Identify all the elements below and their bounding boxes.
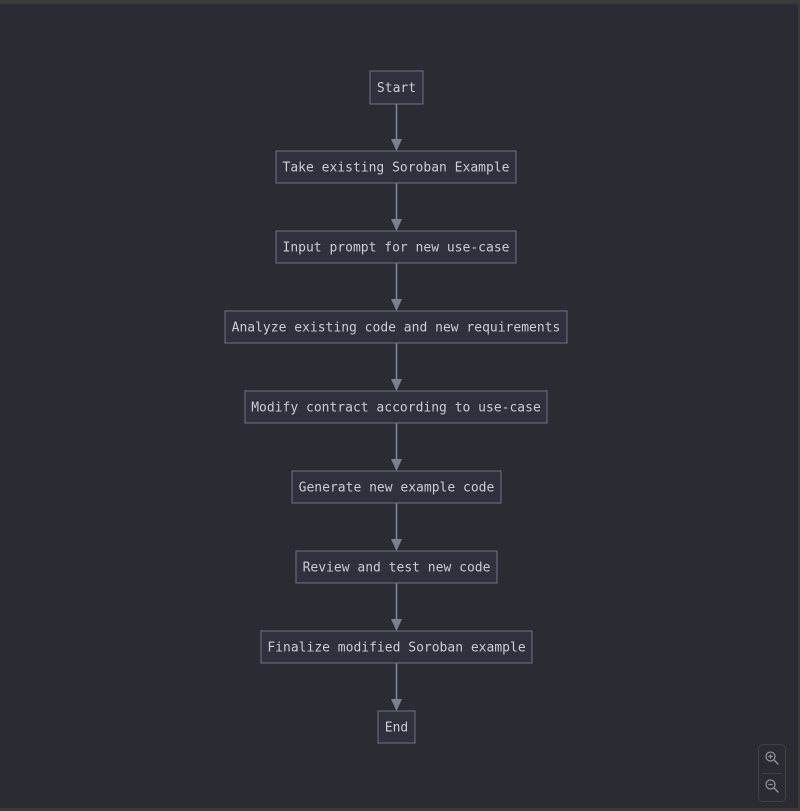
node-review-box bbox=[295, 550, 498, 584]
arrow-head bbox=[391, 139, 402, 151]
node-end-label: End bbox=[385, 721, 408, 736]
node-take-box bbox=[275, 150, 517, 184]
zoom-divider bbox=[762, 773, 782, 774]
node-finalize: Finalize modified Soroban example bbox=[260, 630, 533, 664]
node-input: Input prompt for new use-case bbox=[275, 230, 517, 264]
node-start: Start bbox=[369, 70, 424, 105]
node-analyze-label: Analyze existing code and new requiremen… bbox=[232, 321, 561, 336]
node-start-box bbox=[369, 70, 424, 105]
node-start-label: Start bbox=[377, 81, 416, 96]
node-analyze: Analyze existing code and new requiremen… bbox=[224, 310, 568, 344]
top-border bbox=[0, 0, 800, 4]
node-take-label: Take existing Soroban Example bbox=[283, 161, 510, 176]
zoom-out-icon bbox=[764, 778, 780, 799]
arrow-head bbox=[391, 219, 402, 231]
arrow-head bbox=[391, 379, 402, 391]
edge-input-to-analyze bbox=[391, 263, 402, 311]
zoom-controls bbox=[758, 744, 786, 802]
node-input-label: Input prompt for new use-case bbox=[283, 241, 510, 256]
node-end: End bbox=[377, 710, 416, 744]
node-modify-label: Modify contract according to use-case bbox=[251, 401, 541, 416]
node-analyze-box bbox=[224, 310, 568, 344]
node-take: Take existing Soroban Example bbox=[275, 150, 517, 184]
arrow-head bbox=[391, 459, 402, 471]
arrow-head bbox=[391, 539, 402, 551]
arrow-head bbox=[391, 299, 402, 311]
node-modify: Modify contract according to use-case bbox=[244, 390, 548, 424]
edge-take-to-input bbox=[391, 183, 402, 231]
arrow-head bbox=[391, 699, 402, 711]
edge-start-to-take bbox=[391, 104, 402, 151]
arrow-head bbox=[391, 619, 402, 631]
right-border bbox=[798, 0, 800, 811]
edge-analyze-to-modify bbox=[391, 343, 402, 391]
zoom-in-button[interactable] bbox=[759, 746, 785, 774]
edge-review-to-finalize bbox=[391, 583, 402, 631]
bottom-border bbox=[0, 808, 800, 811]
edge-modify-to-generate bbox=[391, 423, 402, 471]
edge-finalize-to-end bbox=[391, 663, 402, 711]
node-generate: Generate new example code bbox=[291, 470, 502, 504]
node-modify-box bbox=[244, 390, 548, 424]
node-finalize-label: Finalize modified Soroban example bbox=[267, 641, 525, 656]
node-generate-label: Generate new example code bbox=[299, 481, 495, 496]
zoom-in-icon bbox=[764, 750, 780, 771]
node-review: Review and test new code bbox=[295, 550, 498, 584]
edge-generate-to-review bbox=[391, 503, 402, 551]
flowchart-edges bbox=[391, 104, 402, 711]
node-review-label: Review and test new code bbox=[303, 561, 491, 576]
zoom-out-button[interactable] bbox=[759, 774, 785, 802]
node-finalize-box bbox=[260, 630, 533, 664]
node-end-box bbox=[377, 710, 416, 744]
node-generate-box bbox=[291, 470, 502, 504]
node-input-box bbox=[275, 230, 517, 264]
